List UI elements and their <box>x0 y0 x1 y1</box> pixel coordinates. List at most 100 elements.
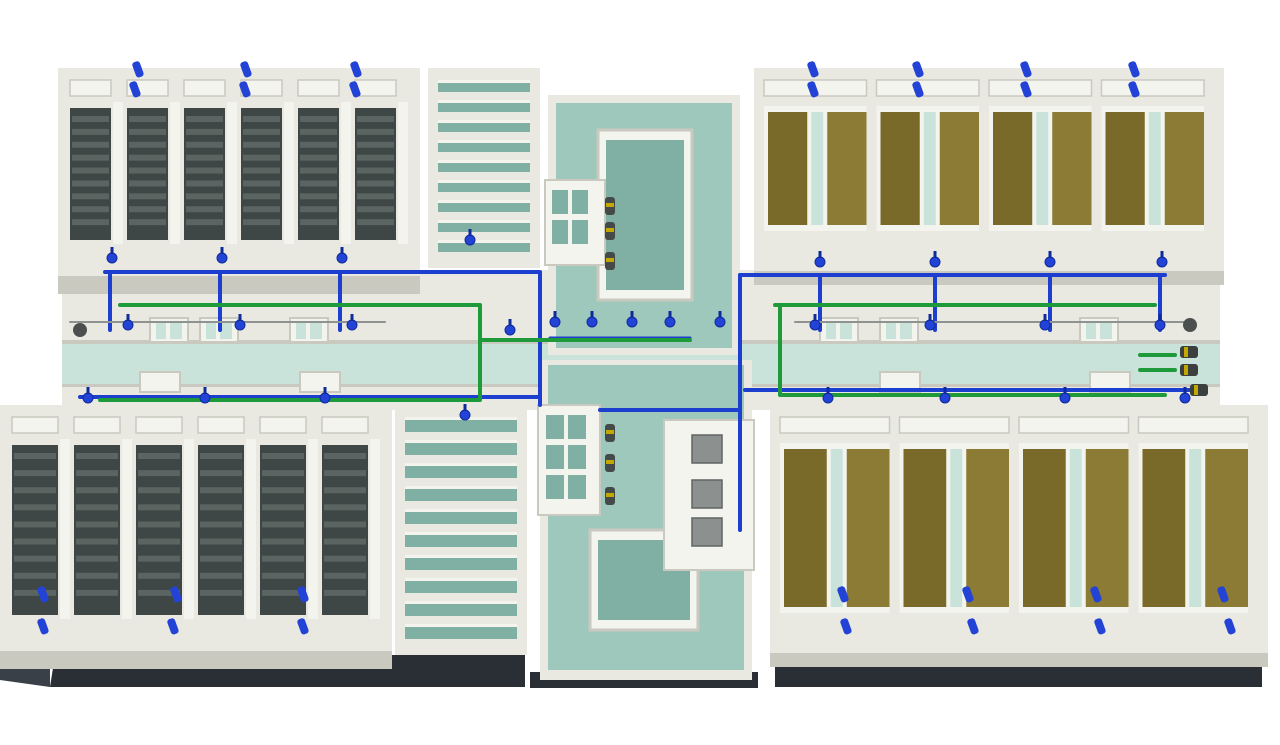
corridor-chamber-water <box>840 323 852 339</box>
inclined-plate <box>357 180 394 187</box>
filter-valve-actuator-icon <box>349 81 361 98</box>
inclined-plate <box>324 487 366 494</box>
effluent-launder <box>259 416 307 434</box>
motor-icon <box>1183 318 1197 332</box>
inclined-plate <box>243 141 280 148</box>
inclined-plate <box>138 538 180 545</box>
effluent-launder <box>69 79 112 97</box>
inclined-plate <box>72 219 109 226</box>
floc-baffle <box>405 486 517 489</box>
valve-icon <box>459 409 471 421</box>
cell-divider <box>398 102 408 244</box>
filter-valve-actuator-icon <box>129 81 141 98</box>
inclined-plate <box>76 470 118 477</box>
corridor-chamber-water <box>1086 323 1096 339</box>
valve-icon <box>216 252 228 264</box>
inclined-plate <box>186 116 223 122</box>
valve-icon <box>1039 319 1051 331</box>
floc-baffle <box>438 220 530 223</box>
valve-icon <box>809 319 821 331</box>
filter-valve-actuator-icon <box>962 586 974 603</box>
filter-valve-actuator-icon <box>837 586 849 603</box>
filter-media-left <box>768 112 808 225</box>
inclined-plate <box>300 141 337 148</box>
inclined-plate <box>138 555 180 562</box>
valve-icon <box>549 316 561 328</box>
corridor-chamber-water <box>220 323 232 339</box>
inclined-plate <box>262 555 304 562</box>
basin-front-face <box>0 651 392 669</box>
corridor-chamber-water <box>1100 323 1112 339</box>
inclined-plate <box>14 504 56 511</box>
valve-stem <box>1183 387 1187 394</box>
cell-divider <box>113 102 123 244</box>
filter-valve-actuator-icon <box>1128 61 1140 78</box>
valve-icon <box>106 252 118 264</box>
sedimentation-basin-bottom-left <box>0 405 392 669</box>
valve-icon <box>714 316 726 328</box>
filter-valve-actuator-icon <box>1094 618 1106 635</box>
pump-band <box>606 460 614 464</box>
filter-gullet <box>811 112 824 225</box>
valve-icon <box>1156 256 1168 268</box>
floc-compartment <box>405 601 517 616</box>
filter-bed-top-right <box>754 68 1224 285</box>
filter-valve-actuator-icon <box>37 586 49 603</box>
suction-cell <box>568 445 586 469</box>
filter-media-right <box>1205 449 1248 607</box>
cell-divider <box>170 102 180 244</box>
inclined-plate <box>243 219 280 226</box>
valve-icon <box>464 234 476 246</box>
inclined-plate <box>186 193 223 200</box>
filter-gullet <box>830 449 843 607</box>
cell-divider <box>308 439 318 619</box>
valve-stem <box>238 314 242 321</box>
inclined-plate <box>324 470 366 477</box>
valves <box>37 61 1236 635</box>
inclined-plate <box>262 487 304 494</box>
effluent-launder <box>11 416 59 434</box>
valve-stem <box>323 387 327 394</box>
inclined-plate <box>262 521 304 528</box>
valve-icon <box>924 319 936 331</box>
inclined-plate <box>14 470 56 477</box>
floc-baffle <box>438 80 530 83</box>
valve-icon <box>664 316 676 328</box>
effluent-launder <box>183 79 226 97</box>
inclined-plate <box>186 154 223 161</box>
electrical-cabinet <box>691 517 723 547</box>
effluent-launder <box>297 79 340 97</box>
inclined-plate <box>138 470 180 477</box>
green-airline-top-left <box>118 303 482 342</box>
inclined-plate <box>72 141 109 148</box>
valve-stem <box>1048 251 1052 258</box>
corridor-chamber-water <box>900 323 912 339</box>
inclined-plate <box>324 538 366 545</box>
valve-icon <box>822 392 834 404</box>
valve-stem <box>718 311 722 318</box>
inclined-plate <box>72 128 109 135</box>
corridor-chamber-water <box>296 323 306 339</box>
valve-icon <box>122 319 134 331</box>
inclined-plate <box>14 572 56 579</box>
inclined-plate <box>138 572 180 579</box>
valve-icon <box>814 256 826 268</box>
inclined-plate <box>262 538 304 545</box>
inclined-plate <box>357 219 394 226</box>
inclined-plate <box>72 116 109 122</box>
inclined-plate <box>300 128 337 135</box>
floc-baffle <box>405 601 517 604</box>
filter-valve-actuator-icon <box>170 586 182 603</box>
suction-cell <box>546 475 564 499</box>
suction-cell <box>568 415 586 439</box>
suction-cell <box>572 220 588 244</box>
cell-divider <box>246 439 256 619</box>
floc-baffle <box>438 200 530 203</box>
inclined-plate <box>129 219 166 226</box>
inclined-plate <box>262 453 304 459</box>
valve-stem <box>463 404 467 411</box>
valve-stem <box>943 387 947 394</box>
inclined-plate <box>300 206 337 213</box>
inclined-plate <box>72 154 109 161</box>
